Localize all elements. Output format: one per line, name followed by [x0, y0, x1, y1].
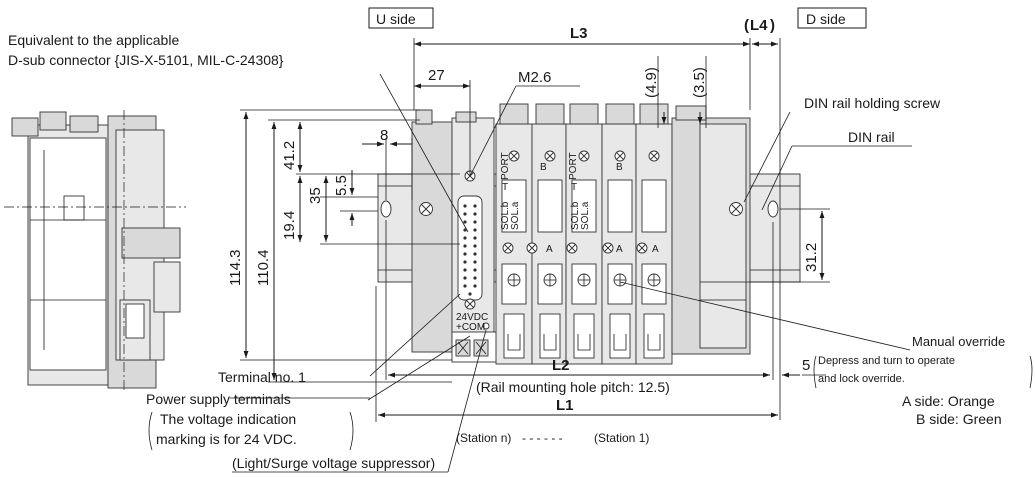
- dim-8: 8: [380, 127, 388, 144]
- dim-5-5: 5.5: [333, 175, 350, 196]
- com-mark: +COM: [456, 322, 485, 333]
- power-supply-callout: Power supply terminals: [146, 391, 291, 407]
- din-rail-callout: DIN rail: [848, 129, 895, 145]
- station-n-label: (Station n): [456, 431, 511, 445]
- dim-41-2: 41.2: [281, 141, 298, 170]
- station-marks: PORT PORT B B A A A T T SOL.b SOL.a SOL.…: [456, 152, 659, 333]
- dim-35: 35: [307, 187, 324, 204]
- station-1-label: (Station 1): [594, 431, 649, 445]
- front-view: PORT PORT B B A A A T T SOL.b SOL.a SOL.…: [377, 103, 801, 365]
- u-side-box: [368, 7, 434, 29]
- dsub-callout-line2: D-sub connector {JIS-X-5101, MIL-C-24308…: [8, 52, 284, 68]
- a-mark-2: A: [616, 244, 623, 255]
- dim-4-9: (4.9): [643, 67, 660, 98]
- dim-31-2: 31.2: [803, 243, 820, 272]
- rail-pitch-label: (Rail mounting hole pitch: 12.5): [476, 379, 670, 395]
- sola-mark-1: SOL.a: [510, 201, 521, 230]
- dim-l3: L3: [570, 25, 588, 42]
- side-view: [4, 110, 186, 390]
- b-mark-1: B: [540, 162, 547, 173]
- dim-l1: L1: [556, 397, 574, 414]
- dim-5: 5: [802, 357, 810, 374]
- d-side-label: D side: [806, 11, 846, 27]
- valve-stations: [495, 103, 673, 365]
- suppressor-label: (Light/Surge voltage suppressor): [232, 455, 435, 471]
- din-screw-callout: DIN rail holding screw: [804, 95, 941, 111]
- dim-l4-close: ): [770, 17, 775, 34]
- voltage-note1: The voltage indication: [160, 411, 296, 427]
- dim-l2: L2: [552, 357, 570, 374]
- vdc-mark: 24VDC: [456, 312, 488, 323]
- a-side-color: A side: Orange: [902, 393, 995, 409]
- manual-override-note1: Depress and turn to operate: [818, 355, 955, 367]
- dim-3-5: (3.5): [691, 67, 708, 98]
- sola-mark-2: SOL.a: [580, 201, 591, 230]
- terminal-no1-callout: Terminal no. 1: [218, 369, 306, 385]
- dimension-lines: [230, 38, 912, 422]
- port-mark-2: PORT: [568, 152, 579, 180]
- manual-override-note2: and lock override.: [818, 373, 905, 385]
- dim-l4-open: (: [744, 17, 749, 34]
- a-mark-1: A: [546, 244, 553, 255]
- dsub-pins: [463, 204, 477, 296]
- dim-114-3: 114.3: [227, 250, 244, 286]
- a-mark-3: A: [652, 244, 659, 255]
- dim-19-4: 19.4: [281, 211, 298, 240]
- labels: U side D side Equivalent to the applicab…: [8, 7, 1033, 473]
- b-mark-2: B: [616, 162, 623, 173]
- dim-27: 27: [428, 67, 445, 84]
- t-mark-2: T: [571, 182, 577, 193]
- dim-110-4: 110.4: [255, 250, 272, 286]
- m26-label: M2.6: [518, 69, 551, 86]
- port-mark-1: PORT: [500, 152, 511, 180]
- dsub-callout-line1: Equivalent to the applicable: [8, 32, 179, 48]
- voltage-note2: marking is for 24 VDC.: [156, 431, 297, 447]
- solb-mark-1: SOL.b: [500, 201, 511, 230]
- d-side-box: [797, 7, 867, 29]
- solb-mark-2: SOL.b: [570, 201, 581, 230]
- u-side-label: U side: [376, 11, 416, 27]
- b-side-color: B side: Green: [916, 411, 1002, 427]
- t-mark-1: T: [502, 182, 508, 193]
- station-dash: - - - - - -: [522, 431, 563, 445]
- dim-l4: L4: [750, 17, 768, 34]
- manual-override-callout: Manual override: [912, 334, 1005, 349]
